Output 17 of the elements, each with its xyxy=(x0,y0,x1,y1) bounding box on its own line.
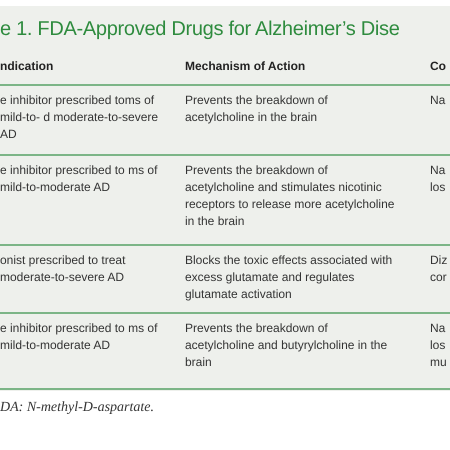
table-title: e 1. FDA-Approved Drugs for Alzheimer’s Dise xyxy=(0,18,400,41)
table-cell-text: Prevents the breakdown of acetylcholine and stimulates nicotinic receptors to release more acetylcholine in the brain xyxy=(185,162,396,230)
table-cell-text: Prevents the breakdown of acetylcholine in the brain xyxy=(185,92,329,126)
column-header: Co xyxy=(430,58,447,75)
table-cell-text: Na los xyxy=(430,162,446,196)
table-cell-text: Prevents the breakdown of acetylcholine and butyrylcholine in the brain xyxy=(185,320,388,371)
column-header: ndication xyxy=(0,58,54,75)
table-cell-text: e inhibitor prescribed to ms of mild-to-moderate AD xyxy=(0,162,158,196)
footnote: DA: N-methyl-D-aspartate. xyxy=(0,400,154,416)
table-cell-text: onist prescribed to treat moderate-to-severe AD xyxy=(0,252,126,286)
table-cell-text: Diz cor xyxy=(430,252,448,286)
table-cell-text: e inhibitor prescribed toms of mild-to- d moderate-to-severe AD xyxy=(0,92,160,143)
table-cell-text: Na xyxy=(430,92,446,109)
table-cell-text: Na los mu xyxy=(430,320,448,371)
column-header: Mechanism of Action xyxy=(185,58,306,75)
table-cell-text: Blocks the toxic effects associated with excess glutamate and regulates glutamate activation xyxy=(185,252,394,303)
table-cell-text: e inhibitor prescribed to ms of mild-to-moderate AD xyxy=(0,320,158,354)
